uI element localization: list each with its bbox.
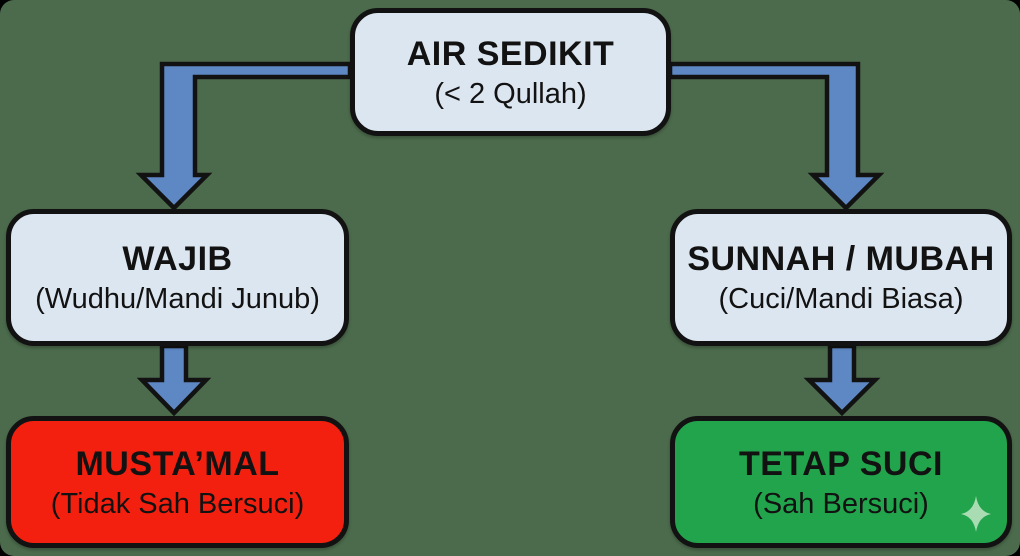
node-air-sedikit-title: AIR SEDIKIT bbox=[406, 34, 615, 73]
elbow-arrow-right bbox=[667, 61, 885, 212]
node-mustamal: MUSTA’MAL (Tidak Sah Bersuci) bbox=[6, 416, 349, 548]
down-arrow-left bbox=[136, 343, 212, 417]
node-wajib-subtitle: (Wudhu/Mandi Junub) bbox=[35, 283, 320, 316]
node-mustamal-title: MUSTA’MAL bbox=[75, 444, 280, 483]
node-wajib: WAJIB (Wudhu/Mandi Junub) bbox=[6, 209, 349, 346]
node-tetap-suci: TETAP SUCI (Sah Bersuci) bbox=[670, 416, 1012, 548]
node-sunnah-mubah-title: SUNNAH / MUBAH bbox=[687, 240, 995, 279]
node-sunnah-mubah: SUNNAH / MUBAH (Cuci/Mandi Biasa) bbox=[670, 209, 1012, 346]
node-sunnah-mubah-subtitle: (Cuci/Mandi Biasa) bbox=[718, 283, 964, 316]
node-wajib-title: WAJIB bbox=[122, 240, 233, 279]
node-air-sedikit-subtitle: (< 2 Qullah) bbox=[434, 77, 587, 110]
elbow-arrow-left bbox=[135, 61, 353, 212]
node-air-sedikit: AIR SEDIKIT (< 2 Qullah) bbox=[350, 8, 671, 136]
node-tetap-suci-title: TETAP SUCI bbox=[739, 444, 943, 483]
down-arrow-right bbox=[803, 343, 881, 417]
node-tetap-suci-subtitle: (Sah Bersuci) bbox=[753, 487, 929, 520]
node-mustamal-subtitle: (Tidak Sah Bersuci) bbox=[50, 487, 305, 520]
